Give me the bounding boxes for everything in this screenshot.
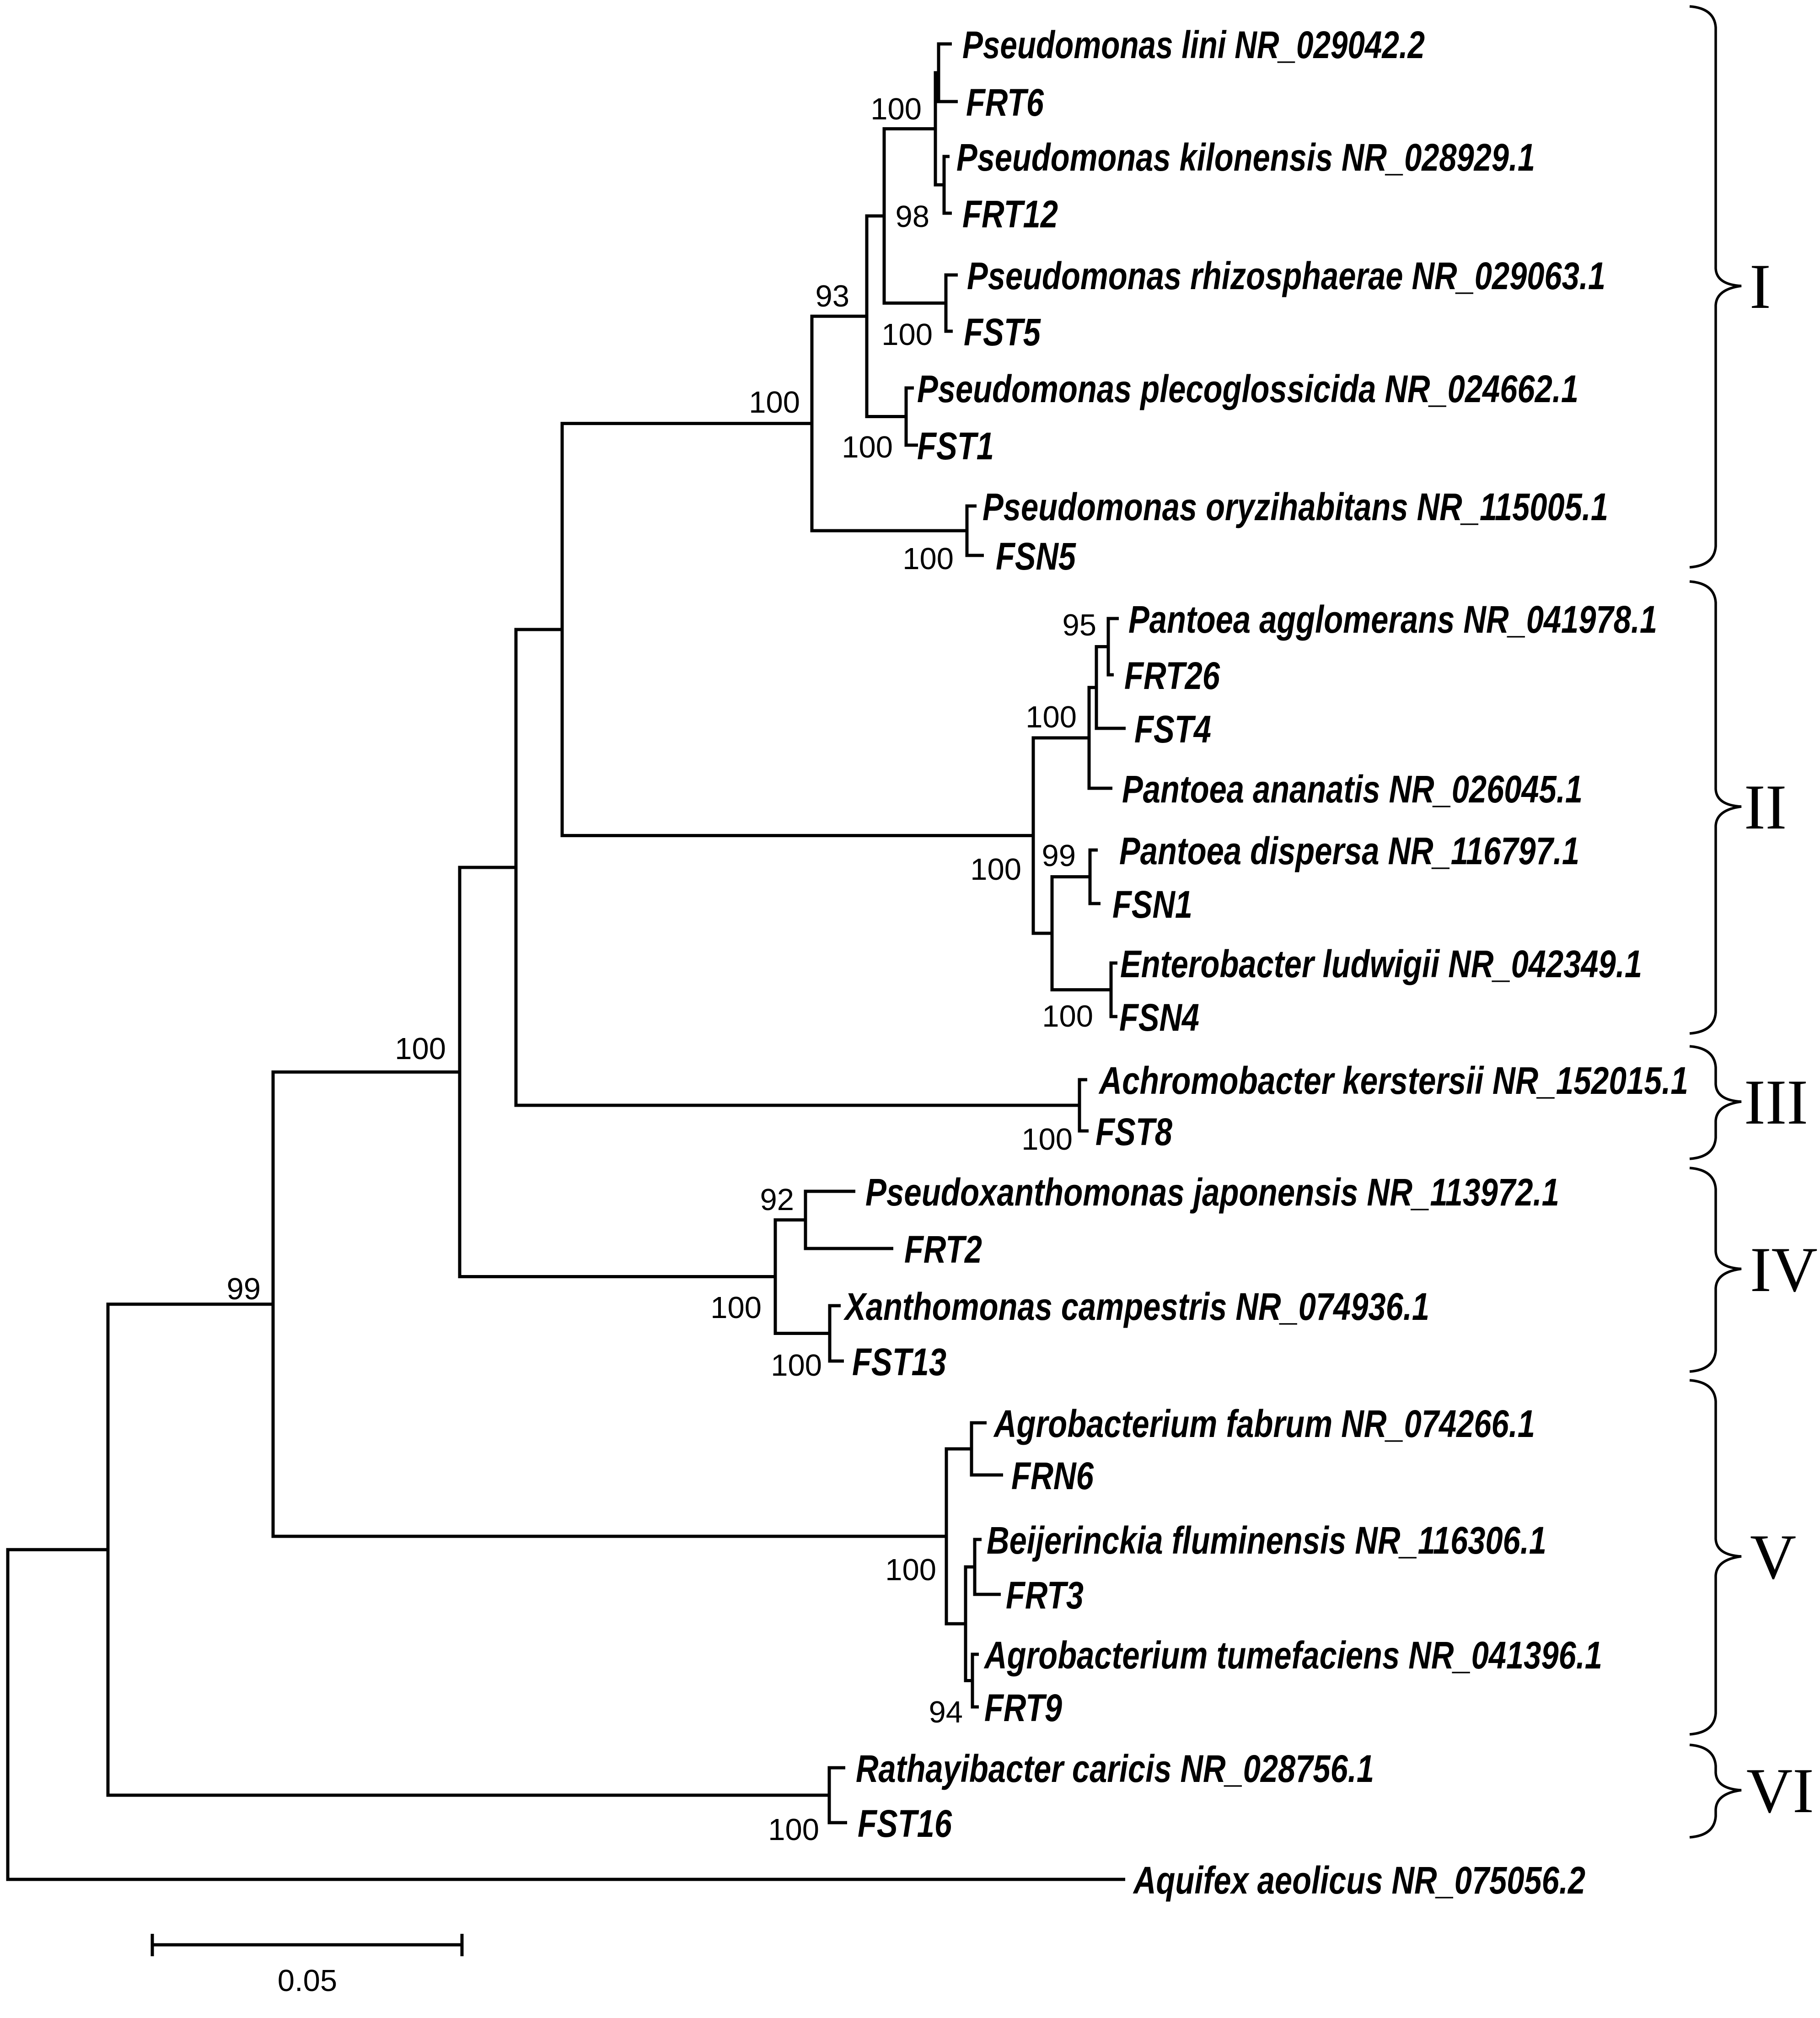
svg-text:IV: IV bbox=[1750, 1234, 1818, 1305]
svg-text:100: 100 bbox=[710, 1291, 762, 1325]
svg-text:FRT2: FRT2 bbox=[904, 1228, 982, 1271]
svg-text:100: 100 bbox=[881, 317, 933, 352]
svg-text:0.05: 0.05 bbox=[278, 1964, 337, 1998]
svg-text:Pantoea dispersa NR_116797.1: Pantoea dispersa NR_116797.1 bbox=[1119, 829, 1579, 872]
svg-text:Xanthomonas campestris NR_0749: Xanthomonas campestris NR_074936.1 bbox=[843, 1285, 1429, 1328]
svg-text:FRN6: FRN6 bbox=[1011, 1454, 1094, 1497]
svg-text:VI: VI bbox=[1746, 1755, 1814, 1826]
svg-text:93: 93 bbox=[815, 279, 849, 313]
svg-text:Achromobacter kerstersii NR_15: Achromobacter kerstersii NR_152015.1 bbox=[1098, 1059, 1688, 1102]
svg-text:100: 100 bbox=[1021, 1122, 1073, 1157]
svg-text:FRT3: FRT3 bbox=[1006, 1574, 1084, 1617]
svg-text:100: 100 bbox=[885, 1553, 936, 1587]
svg-text:95: 95 bbox=[1062, 608, 1096, 642]
svg-text:FSN5: FSN5 bbox=[996, 535, 1076, 578]
svg-text:FRT9: FRT9 bbox=[984, 1686, 1062, 1729]
svg-text:Pseudomonas kilonensis NR_0289: Pseudomonas kilonensis NR_028929.1 bbox=[956, 136, 1535, 179]
svg-text:92: 92 bbox=[760, 1183, 794, 1217]
svg-text:100: 100 bbox=[870, 92, 922, 126]
svg-text:100: 100 bbox=[768, 1813, 819, 1847]
svg-text:94: 94 bbox=[929, 1695, 963, 1729]
svg-text:Beijerinckia fluminensis NR_11: Beijerinckia fluminensis NR_116306.1 bbox=[987, 1519, 1546, 1562]
svg-text:100: 100 bbox=[1042, 999, 1093, 1033]
svg-text:100: 100 bbox=[771, 1348, 822, 1383]
svg-text:I: I bbox=[1750, 251, 1771, 322]
svg-text:99: 99 bbox=[1042, 839, 1076, 873]
svg-text:FSN4: FSN4 bbox=[1119, 996, 1199, 1039]
svg-text:FSN1: FSN1 bbox=[1112, 883, 1192, 926]
svg-text:FRT6: FRT6 bbox=[966, 81, 1044, 124]
svg-text:FST5: FST5 bbox=[964, 311, 1041, 354]
svg-text:Pseudomonas plecoglossicida NR: Pseudomonas plecoglossicida NR_024662.1 bbox=[917, 367, 1578, 410]
svg-text:FST16: FST16 bbox=[858, 1802, 952, 1845]
svg-text:98: 98 bbox=[895, 199, 929, 234]
svg-text:Rathayibacter caricis NR_02875: Rathayibacter caricis NR_028756.1 bbox=[856, 1747, 1374, 1790]
svg-text:Pseudomonas lini NR_029042.2: Pseudomonas lini NR_029042.2 bbox=[962, 23, 1425, 66]
svg-text:Pseudomonas oryzihabitans NR_1: Pseudomonas oryzihabitans NR_115005.1 bbox=[982, 485, 1608, 528]
svg-text:III: III bbox=[1744, 1067, 1808, 1138]
svg-text:FST13: FST13 bbox=[852, 1340, 946, 1383]
svg-text:99: 99 bbox=[226, 1272, 261, 1306]
svg-text:100: 100 bbox=[749, 385, 800, 420]
svg-text:FST8: FST8 bbox=[1095, 1110, 1172, 1153]
svg-text:FRT26: FRT26 bbox=[1124, 654, 1220, 697]
svg-text:FST4: FST4 bbox=[1134, 708, 1211, 751]
svg-text:Enterobacter ludwigii NR_04234: Enterobacter ludwigii NR_042349.1 bbox=[1120, 942, 1642, 985]
svg-text:Pantoea agglomerans NR_041978.: Pantoea agglomerans NR_041978.1 bbox=[1128, 598, 1657, 641]
svg-text:100: 100 bbox=[842, 430, 893, 464]
svg-text:FST1: FST1 bbox=[917, 425, 994, 468]
svg-text:V: V bbox=[1750, 1522, 1796, 1593]
svg-text:II: II bbox=[1744, 772, 1787, 843]
svg-text:FRT12: FRT12 bbox=[962, 193, 1058, 236]
svg-text:Aquifex aeolicus NR_075056.2: Aquifex aeolicus NR_075056.2 bbox=[1133, 1859, 1585, 1902]
svg-text:100: 100 bbox=[902, 542, 954, 576]
svg-text:100: 100 bbox=[1025, 700, 1077, 734]
svg-text:Pantoea ananatis NR_026045.1: Pantoea ananatis NR_026045.1 bbox=[1122, 768, 1583, 811]
svg-text:Agrobacterium fabrum NR_074266: Agrobacterium fabrum NR_074266.1 bbox=[993, 1402, 1535, 1445]
svg-text:100: 100 bbox=[970, 852, 1021, 887]
svg-text:Pseudomonas rhizosphaerae NR_0: Pseudomonas rhizosphaerae NR_029063.1 bbox=[967, 254, 1605, 297]
svg-text:Agrobacterium tumefaciens NR_0: Agrobacterium tumefaciens NR_041396.1 bbox=[983, 1634, 1602, 1677]
svg-text:Pseudoxanthomonas japonensis N: Pseudoxanthomonas japonensis NR_113972.1 bbox=[865, 1171, 1559, 1214]
svg-text:100: 100 bbox=[395, 1032, 446, 1066]
